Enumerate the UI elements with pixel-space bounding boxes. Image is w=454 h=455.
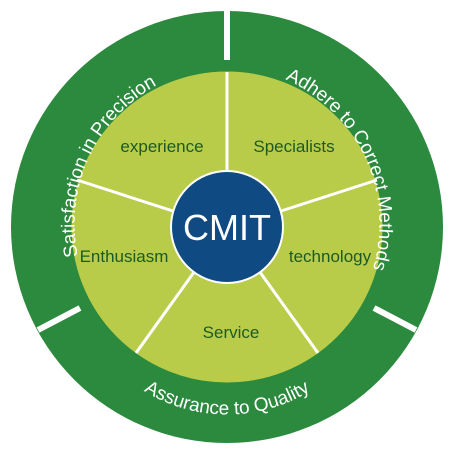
segment-label-technology: technology	[289, 247, 372, 266]
divider-lower-left	[134, 267, 199, 354]
inner-disc-border	[68, 68, 386, 386]
ring-separator-right	[372, 305, 418, 333]
segment-label-specialists: Specialists	[253, 137, 334, 156]
segment-label-enthusiasm: Enthusiasm	[80, 247, 169, 266]
ring-separator-left	[36, 305, 82, 333]
ring-separators	[36, 8, 418, 333]
center-label: CMIT	[183, 207, 271, 248]
divider-lower-right	[255, 267, 320, 354]
segment-label-experience: experience	[120, 137, 203, 156]
segment-label-service: Service	[203, 323, 260, 342]
segment-dividers	[76, 72, 378, 354]
divider-upper-right	[277, 178, 378, 214]
center-circle	[170, 170, 284, 284]
divider-upper-left	[76, 178, 177, 214]
